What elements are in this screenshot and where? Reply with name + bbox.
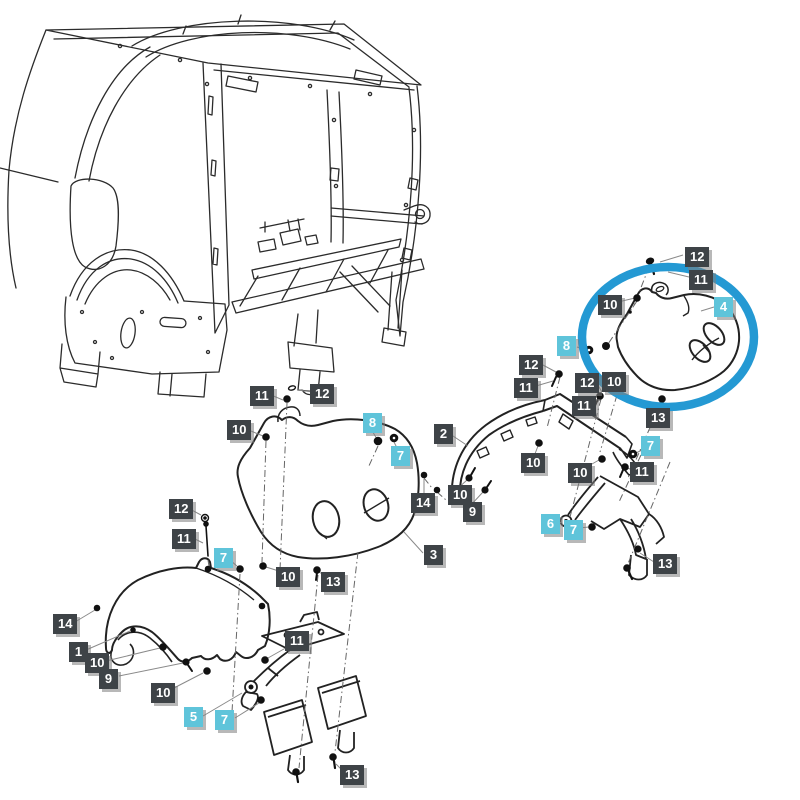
part-label-9[interactable]: 9 [99, 669, 118, 689]
part-label-10[interactable]: 10 [602, 372, 627, 392]
part-label-10[interactable]: 10 [151, 683, 176, 703]
part-label-12[interactable]: 12 [310, 384, 335, 404]
part-5-bracket-assembly [240, 611, 367, 776]
part-label-5[interactable]: 5 [184, 707, 203, 727]
part-label-14[interactable]: 14 [411, 493, 436, 513]
part-label-13[interactable]: 13 [321, 572, 346, 592]
part-label-11[interactable]: 11 [285, 631, 309, 651]
part-label-10[interactable]: 10 [598, 295, 623, 315]
part-label-7[interactable]: 7 [214, 548, 233, 568]
part-label-10[interactable]: 10 [227, 420, 252, 440]
part-label-13[interactable]: 13 [340, 765, 365, 785]
cab-frame [0, 14, 431, 398]
part-label-10[interactable]: 10 [448, 485, 473, 505]
part-label-14[interactable]: 14 [53, 614, 78, 634]
part-label-2[interactable]: 2 [434, 424, 453, 444]
part-label-8[interactable]: 8 [363, 413, 382, 433]
part-label-11[interactable]: 11 [689, 270, 713, 290]
part-label-7[interactable]: 7 [215, 710, 234, 730]
part-label-7[interactable]: 7 [641, 436, 660, 456]
part-label-12[interactable]: 12 [685, 247, 710, 267]
part-2-arch [450, 393, 640, 501]
part-label-13[interactable]: 13 [646, 408, 671, 428]
part-label-10[interactable]: 10 [276, 567, 301, 587]
part-label-4[interactable]: 4 [714, 297, 733, 317]
part-label-10[interactable]: 10 [568, 463, 593, 483]
part-label-12[interactable]: 12 [519, 355, 544, 375]
part-label-12[interactable]: 12 [575, 373, 600, 393]
part-label-11[interactable]: 11 [172, 529, 196, 549]
part-label-7[interactable]: 7 [564, 520, 583, 540]
part-label-11[interactable]: 11 [250, 386, 274, 406]
part-label-13[interactable]: 13 [653, 554, 678, 574]
part-label-12[interactable]: 12 [169, 499, 194, 519]
part-label-10[interactable]: 10 [521, 453, 546, 473]
part-label-11[interactable]: 11 [514, 378, 538, 398]
fasteners [93, 257, 666, 784]
part-label-11[interactable]: 11 [572, 396, 596, 416]
part-label-7[interactable]: 7 [391, 446, 410, 466]
part-label-10[interactable]: 10 [85, 653, 110, 673]
part-label-11[interactable]: 11 [630, 462, 654, 482]
part-label-6[interactable]: 6 [541, 514, 560, 534]
part-label-1[interactable]: 1 [69, 642, 88, 662]
part-3-fender [236, 406, 420, 560]
part-label-3[interactable]: 3 [424, 545, 443, 565]
part-1-fender [104, 557, 271, 666]
part-label-8[interactable]: 8 [557, 336, 576, 356]
part-label-9[interactable]: 9 [463, 502, 482, 522]
